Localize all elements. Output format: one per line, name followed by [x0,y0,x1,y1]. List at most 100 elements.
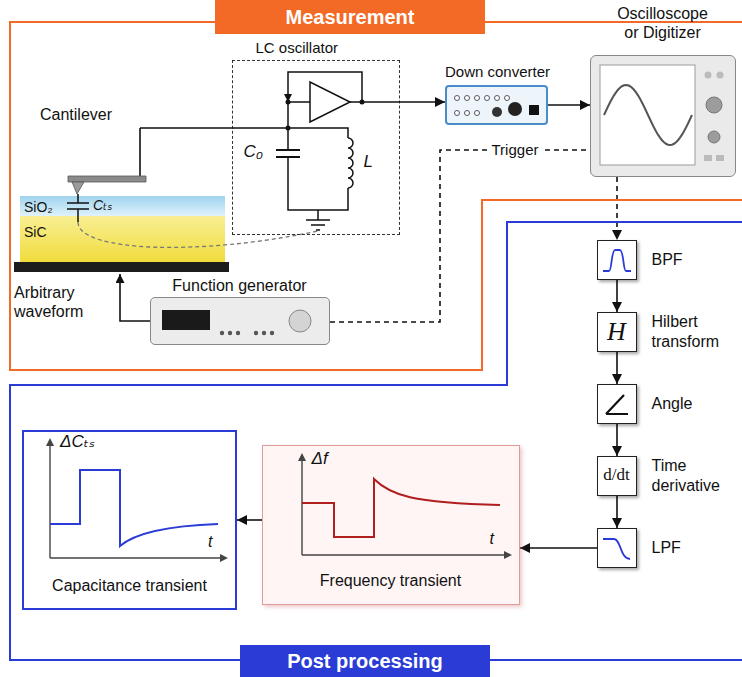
text-holder: Arbitrary waveform [14,283,104,321]
cantilever-beam [68,176,146,182]
text-holder: H [597,312,637,352]
knob [706,97,722,113]
step-label: Hilbert transform [652,312,732,350]
transient-curve [50,470,218,546]
layer-label: SiO₂ [24,199,53,216]
node-art [445,85,548,125]
connector [520,547,597,549]
connector-label: Trigger [488,141,543,159]
axis-arrowhead [220,554,228,562]
axis-label: ΔCₜₛ [60,432,95,452]
panel-title: Measurement [286,5,415,29]
connector [616,280,618,312]
connector [616,352,618,384]
axis-label: Δf [312,449,328,469]
waveform-trace [604,85,692,145]
scope-screen [600,65,695,165]
filter-icon [603,250,631,271]
text-holder: Trigger [488,141,543,159]
button [704,71,711,78]
button [261,330,265,334]
text-holder: LC oscillator [256,39,339,57]
instrument-label: Oscilloscope or Digitizer [613,4,713,42]
button [716,155,724,161]
button [253,330,257,334]
connector-port [465,96,470,101]
text-holder: Capacitance transient [22,576,237,595]
block-label: LC oscillator [256,39,339,57]
connector [548,104,590,106]
title-tab: Post processing [240,645,490,677]
connector-port [475,96,480,101]
amplifier-symbol [310,82,350,122]
axis-arrowhead [46,438,54,446]
connector [616,424,618,456]
button [704,155,712,161]
filter-icon [603,539,630,559]
panel-title: Post processing [287,649,443,673]
process-box: d/dtTime derivative [597,456,637,496]
junction-dot [285,125,290,130]
process-box: BPF [597,240,637,280]
post-processing-panel: Post processingBPFHHilbert transformAngl… [10,222,742,662]
text-holder: Function generator [150,276,330,295]
knob [708,131,720,143]
connector-port [455,96,460,101]
down-converter: Down converter [445,85,548,125]
text-holder: Frequency transient [262,571,520,590]
text-holder: Angle [652,384,693,424]
filter-icon [606,395,628,414]
ground-symbol [306,220,330,230]
oscilloscope: Oscilloscope or Digitizer [590,55,736,177]
capacitor-symbol [276,150,300,157]
step-label: Time derivative [652,456,732,494]
connector-port [505,96,510,101]
component-label: L [364,152,373,172]
inductor-symbol [348,138,353,188]
panel-outline [10,222,742,660]
button [219,330,223,334]
text-holder: BPF [652,240,683,280]
connector [400,101,445,103]
generator-display [162,310,210,330]
process-box: Angle [597,384,637,424]
step-label: Angle [652,394,693,413]
sic-layer [20,216,225,262]
plot-box: ΔCₜₛ tCapacitance transient [22,430,237,610]
connector-port [485,96,490,101]
knob [508,102,522,116]
text-holder: d/dt [597,456,637,496]
junction-dot [285,99,290,104]
text-holder: t [208,532,212,551]
text-holder: SiO₂ [24,198,53,216]
process-box: LPF [597,528,637,568]
connector [237,519,262,521]
sample-stage [14,262,229,272]
text-holder: Cantilever [40,105,112,124]
capacitor-symbol [67,194,89,222]
node-art [150,297,330,345]
text-holder: t [490,529,494,548]
waveform-wire [120,274,150,321]
connector [330,150,590,322]
box-caption: Capacitance transient [52,576,207,595]
connector-port [495,96,500,101]
text-holder: Down converter [445,63,550,81]
text-holder: Time derivative [652,456,732,496]
signal-label: Arbitrary waveform [14,283,104,321]
text-holder: SiC [24,223,47,241]
axis-label: t [490,529,494,548]
junction-dot [359,99,364,104]
layer-label: SiC [24,224,47,241]
connector [616,496,618,528]
connector-port [465,111,470,116]
connector-port [475,111,480,116]
button [269,330,273,334]
axis-arrowhead [504,551,512,559]
node-art [597,240,637,280]
sio2-layer [20,196,225,216]
connector [616,177,618,240]
plot-box: Δf tFrequency transient [262,445,520,605]
step-label: BPF [652,250,683,269]
